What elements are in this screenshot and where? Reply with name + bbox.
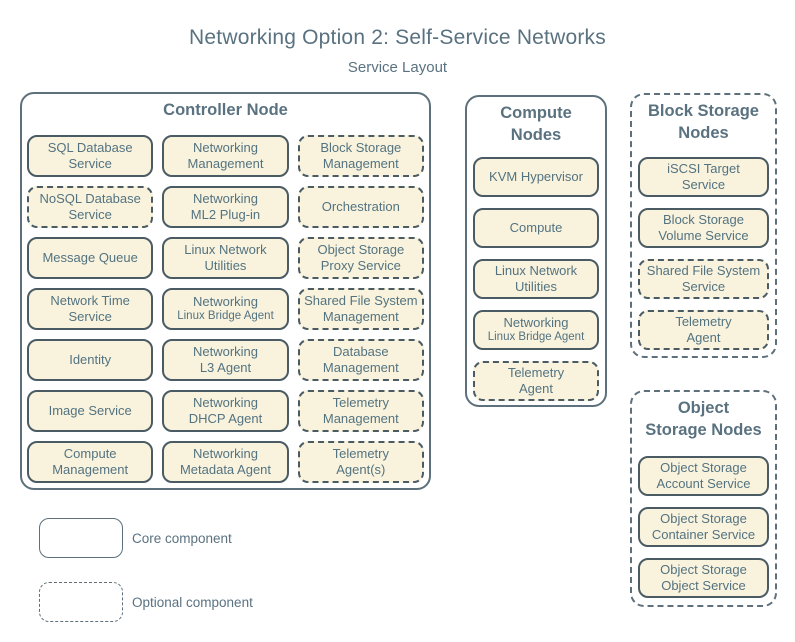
node-compute-title: Compute Nodes (500, 104, 572, 144)
service-label: Networking L3 Agent (192, 344, 258, 375)
service-box-telemetry-agents: Telemetry Agent(s) (297, 441, 424, 483)
compute-services-stack: KVM Hypervisor Compute Linux Network Uti… (473, 157, 599, 401)
service-label: Shared File System Service (646, 263, 761, 294)
service-label: SQL Database Service (47, 140, 133, 171)
service-label: Object Storage Container Service (651, 511, 756, 542)
service-label: KVM Hypervisor (489, 169, 583, 185)
service-label: Networking (192, 294, 258, 310)
service-label: Object Storage Proxy Service (317, 242, 405, 273)
service-box-networking-ml2: Networking ML2 Plug-in (162, 186, 289, 228)
service-label: Networking Metadata Agent (179, 446, 272, 477)
service-box-nosql-database: NoSQL Database Service (27, 186, 154, 228)
node-block-storage-title: Block Storage Nodes (648, 102, 759, 142)
service-box-block-storage-management: Block Storage Management (297, 135, 424, 177)
service-label: Block Storage Management (320, 140, 402, 171)
service-box-networking-management: Networking Management (162, 135, 289, 177)
block-storage-services-stack: iSCSI Target Service Block Storage Volum… (638, 157, 769, 350)
service-label: Networking Management (187, 140, 264, 171)
service-box-image-service: Image Service (27, 390, 154, 432)
service-label: Telemetry Management (322, 395, 399, 426)
service-box-shared-file-system: Shared File System Service (638, 259, 769, 299)
service-box-object-storage-container: Object Storage Container Service (638, 507, 769, 547)
service-box-identity: Identity (27, 339, 154, 381)
controller-services-grid: SQL Database Service Networking Manageme… (27, 135, 424, 483)
service-label: Object Storage Account Service (656, 460, 751, 491)
service-label: Linux Network Utilities (184, 242, 267, 273)
service-label: Networking ML2 Plug-in (190, 191, 261, 222)
page-title: Networking Option 2: Self-Service Networ… (189, 26, 606, 49)
service-label: NoSQL Database Service (39, 191, 141, 222)
service-box-networking-metadata-agent: Networking Metadata Agent (162, 441, 289, 483)
page-subtitle: Service Layout (347, 59, 448, 76)
service-label: Orchestration (321, 199, 400, 215)
legend-optional-label: Optional component (132, 594, 253, 610)
service-label: Image Service (48, 403, 132, 419)
service-label: Telemetry Agent (675, 314, 732, 345)
service-label: Telemetry Agent (507, 365, 565, 396)
node-block-storage: Block Storage Nodes iSCSI Target Service… (630, 93, 777, 358)
service-label: Database Management (322, 344, 399, 375)
service-box-linux-network-utilities: Linux Network Utilities (473, 259, 599, 299)
service-label: Shared File System Management (304, 293, 418, 324)
service-box-telemetry-agent: Telemetry Agent (638, 310, 769, 350)
object-storage-services-stack: Object Storage Account Service Object St… (638, 456, 769, 598)
service-label: Object Storage Object Service (660, 562, 747, 593)
service-box-networking-l3-agent: Networking L3 Agent (162, 339, 289, 381)
service-label: Telemetry Agent(s) (332, 446, 389, 477)
service-box-message-queue: Message Queue (27, 237, 154, 279)
service-box-orchestration: Orchestration (297, 186, 424, 228)
service-label: Networking DHCP Agent (188, 395, 263, 426)
service-label: iSCSI Target Service (667, 161, 740, 192)
legend-core-label: Core component (132, 530, 232, 546)
legend-core-row: Core component (39, 518, 232, 558)
node-compute: Compute Nodes KVM Hypervisor Compute Lin… (465, 95, 607, 407)
service-label: Identity (69, 352, 112, 368)
service-box-object-storage-proxy: Object Storage Proxy Service (297, 237, 424, 279)
service-box-shared-file-system-management: Shared File System Management (297, 288, 424, 330)
service-box-network-time: Network Time Service (27, 288, 154, 330)
service-label: Compute Management (52, 446, 129, 477)
service-box-block-storage-volume: Block Storage Volume Service (638, 208, 769, 248)
node-controller: Controller Node SQL Database Service Net… (20, 92, 431, 490)
service-label: Block Storage Volume Service (658, 212, 749, 243)
node-object-storage: Object Storage Nodes Object Storage Acco… (630, 390, 777, 607)
service-label: Networking (503, 315, 569, 331)
service-label: Message Queue (42, 250, 138, 266)
service-sublabel: Linux Bridge Agent (177, 310, 274, 323)
service-box-networking-dhcp-agent: Networking DHCP Agent (162, 390, 289, 432)
service-box-compute: Compute (473, 208, 599, 248)
service-box-compute-management: Compute Management (27, 441, 154, 483)
service-box-object-storage-object: Object Storage Object Service (638, 558, 769, 598)
legend-optional-row: Optional component (39, 582, 253, 622)
node-controller-title: Controller Node (163, 101, 288, 119)
service-sublabel: Linux Bridge Agent (487, 331, 585, 344)
service-box-object-storage-account: Object Storage Account Service (638, 456, 769, 496)
service-box-telemetry-management: Telemetry Management (297, 390, 424, 432)
service-box-iscsi-target: iSCSI Target Service (638, 157, 769, 197)
service-box-kvm-hypervisor: KVM Hypervisor (473, 157, 599, 197)
service-label: Compute (509, 220, 563, 236)
service-box-telemetry-agent: Telemetry Agent (473, 361, 599, 401)
service-box-linux-network-utilities: Linux Network Utilities (162, 237, 289, 279)
service-label: Linux Network Utilities (494, 263, 578, 294)
node-object-storage-title: Object Storage Nodes (645, 399, 762, 439)
service-box-database-management: Database Management (297, 339, 424, 381)
service-label: Network Time Service (50, 293, 130, 324)
legend-core-swatch (39, 518, 123, 558)
legend-optional-swatch (39, 582, 123, 622)
service-box-sql-database: SQL Database Service (27, 135, 154, 177)
